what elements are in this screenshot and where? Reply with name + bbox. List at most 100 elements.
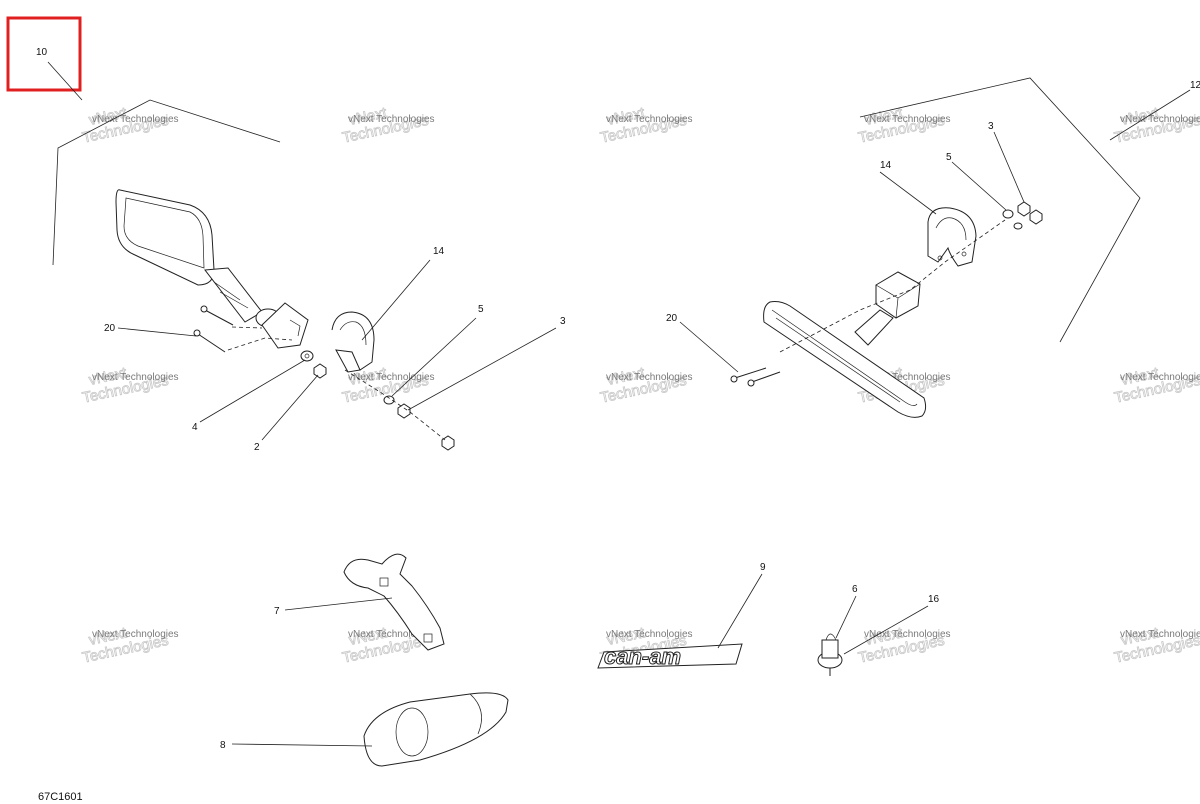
decal-logo-text: can-am: [604, 644, 681, 669]
callout-leader: [843, 605, 929, 655]
wrench-tool[interactable]: [343, 553, 445, 651]
nut-3-right[interactable]: [1017, 201, 1043, 225]
assembly-10-bracket: [47, 61, 281, 266]
clamp-14-left[interactable]: [331, 311, 375, 373]
watermarks: vNext Technologies vNext Technologies vN…: [80, 104, 1200, 667]
callout-5-left[interactable]: 5: [478, 304, 484, 315]
nut: [313, 363, 327, 379]
mirror-arm-ribs: [213, 281, 249, 309]
callout-7[interactable]: 7: [274, 606, 280, 617]
nut: [441, 435, 455, 451]
mirror-stem: [854, 309, 894, 346]
bolt-head: [730, 375, 738, 383]
mirror-glass: [123, 197, 205, 269]
watermark-small: vNext Technologies: [348, 629, 435, 640]
group-bracket: [52, 99, 281, 266]
callout-leader: [951, 161, 1007, 211]
clamp-inner: [935, 217, 967, 241]
callout-leader: [361, 259, 431, 341]
callout-leader: [879, 171, 937, 215]
callout-5-right[interactable]: 5: [946, 152, 952, 163]
watermark-small: vNext Technologies: [1120, 114, 1200, 125]
watermark-small: vNext Technologies: [1120, 372, 1200, 383]
side-mirror[interactable]: [115, 189, 309, 349]
watermark-small: vNext Technologies: [606, 114, 693, 125]
assembly-axis: [231, 326, 263, 329]
watermark-small: vNext Technologies: [1120, 629, 1200, 640]
bolt: [734, 367, 767, 379]
callout-3-left[interactable]: 3: [560, 316, 566, 327]
mount-block-edges: [875, 283, 921, 319]
watermark-small: vNext Technologies: [864, 629, 951, 640]
connector-body: [821, 639, 839, 659]
washer: [300, 350, 314, 362]
callout-14-left[interactable]: 14: [433, 246, 445, 257]
assembly-axis: [227, 337, 293, 351]
connector-part[interactable]: [817, 633, 843, 676]
grip-seam: [469, 693, 482, 735]
callout-leader: [47, 61, 83, 101]
connector-clip: [825, 633, 837, 641]
callout-10[interactable]: 10: [36, 47, 48, 58]
bolt-20-right[interactable]: [730, 367, 781, 387]
watermark-small: vNext Technologies: [92, 114, 179, 125]
rear-view-mirror[interactable]: [763, 271, 927, 418]
callout-leader: [117, 327, 197, 337]
diagram-code: 67C1601: [38, 791, 83, 803]
clamp-hole: [961, 251, 967, 257]
decal-outline: [597, 643, 743, 669]
bolt: [751, 371, 781, 383]
washer: [1002, 209, 1014, 219]
nut-3-left[interactable]: [397, 403, 411, 419]
callout-3-right[interactable]: 3: [988, 121, 994, 132]
mirror-arm: [204, 267, 263, 323]
callout-leader: [993, 131, 1025, 203]
callout-leader: [407, 327, 557, 411]
washer-5-right[interactable]: [1002, 209, 1023, 230]
can-am-decal[interactable]: can-am: [597, 643, 743, 670]
nut: [397, 403, 411, 419]
wrench-body: [343, 553, 445, 651]
clamp-hole: [937, 255, 943, 261]
watermark-small: vNext Technologies: [864, 372, 951, 383]
grip-body: [363, 692, 509, 767]
callout-20-right[interactable]: 20: [666, 313, 678, 324]
washer-4[interactable]: [300, 350, 314, 362]
callout-20-left[interactable]: 20: [104, 323, 116, 334]
nut: [1029, 209, 1043, 225]
nut-2[interactable]: [313, 363, 327, 379]
callout-4[interactable]: 4: [192, 422, 198, 433]
grip-cover[interactable]: [363, 692, 509, 767]
callout-12[interactable]: 12: [1190, 80, 1200, 91]
mirror-housing: [115, 189, 215, 286]
callout-2[interactable]: 2: [254, 442, 260, 453]
callout-leader: [199, 359, 306, 423]
watermark-small: vNext Technologies: [92, 372, 179, 383]
callout-8[interactable]: 8: [220, 740, 226, 751]
callout-leader: [1109, 89, 1191, 141]
callout-leader: [717, 573, 763, 649]
clamp-inner: [339, 321, 367, 346]
callout-leader: [284, 597, 393, 611]
callout-14-right[interactable]: 14: [880, 160, 892, 171]
mirror-mount-block: [261, 302, 309, 349]
nut: [1017, 201, 1031, 217]
clamp-14-right[interactable]: [927, 207, 977, 267]
callout-labels: 10 12 14 20 5 3 4 2 3 5 14 20 9 7 6 16 8: [36, 47, 1200, 751]
watermark-small: vNext Technologies: [606, 629, 693, 640]
callout-9[interactable]: 9: [760, 562, 766, 573]
nut-lower-left[interactable]: [441, 435, 455, 451]
wrench-hole: [423, 633, 433, 643]
bolt-20-left[interactable]: [193, 305, 234, 353]
washer-5-left[interactable]: [383, 395, 395, 405]
assembly-12-bracket: [859, 77, 1191, 343]
callout-6[interactable]: 6: [852, 584, 858, 595]
callout-16[interactable]: 16: [928, 594, 940, 605]
assembly-axis: [344, 369, 446, 441]
highlight-box: [6, 16, 82, 92]
wrench-hole: [379, 577, 389, 587]
callout-leader: [391, 317, 477, 397]
mirror-glass-line: [775, 317, 901, 403]
callout-leader: [231, 743, 373, 747]
group-bracket: [859, 77, 1141, 343]
